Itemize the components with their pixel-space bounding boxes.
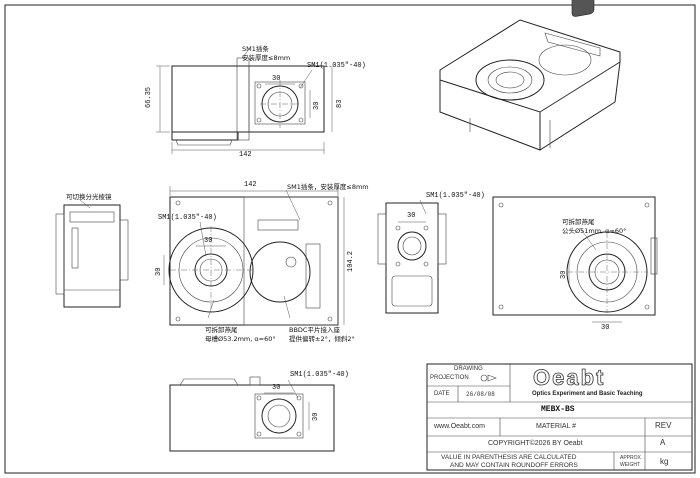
top-dim-width: 142 <box>239 151 252 159</box>
tb-date-label: DATE <box>434 391 450 397</box>
back-dim-30b: 30 <box>601 324 610 332</box>
front-note-br2: 提供偏转±2°，倾斜2° <box>289 335 355 343</box>
back-note-2: 公头Ø51mm, α=60° <box>562 227 627 235</box>
top-dim-right: 83 <box>336 99 344 108</box>
tb-note-line2: AND MAY CONTAIN ROUNDOFF ERRORS <box>450 462 578 469</box>
top-thread-label: SM1(1.035"-40) <box>307 62 366 70</box>
side-view <box>377 199 447 314</box>
tb-material: MATERIAL # <box>536 423 577 430</box>
front-view <box>163 186 345 326</box>
bottom-dim-30b: 30 <box>312 412 320 421</box>
front-dim-width: 142 <box>244 181 257 189</box>
back-note-1: 可拆卸燕尾 <box>562 218 595 226</box>
bottom-dim-30a: 30 <box>272 384 281 392</box>
title-block <box>426 363 693 471</box>
left-view <box>55 199 129 308</box>
front-dim-height: 104.2 <box>347 250 355 272</box>
tb-website: www.Oeabt.com <box>434 423 485 430</box>
iso-view <box>439 0 621 151</box>
front-thread-label: SM1(1.035"-40) <box>158 214 217 222</box>
bottom-view <box>169 376 335 452</box>
tb-copyright: COPYRIGHT©2026 BY Oeabt <box>488 440 583 447</box>
top-note-2: 安装厚度≤8mm <box>242 54 291 62</box>
tb-rev-value: A <box>660 438 666 447</box>
tb-rev-label: REV <box>655 421 672 430</box>
side-dim-30: 30 <box>407 212 416 220</box>
top-dim-height: 66.35 <box>145 86 153 108</box>
tb-part-number: MEBX-BS <box>541 405 575 414</box>
side-thread-label: SM1(1.035"-40) <box>426 192 485 200</box>
tb-projection-label: PROJECTION <box>430 375 469 381</box>
tb-logo-subtitle: Optics Experiment and Basic Teaching <box>532 391 643 397</box>
front-note-bl1: 可拆卸燕尾 <box>205 326 238 334</box>
tb-weight-unit: kg <box>660 457 669 466</box>
front-note-top: SM1插条，安装厚度≤8mm <box>287 183 369 191</box>
tb-note-line1: VALUE IN PARENTHESIS ARE CALCULATED <box>441 454 577 461</box>
tb-approx-label: APPROX <box>620 455 641 461</box>
tb-logo: Oeabt <box>533 365 606 391</box>
left-view-note: 可切换分光棱镜 <box>66 193 112 201</box>
top-dim-30b: 30 <box>313 101 321 110</box>
back-view <box>492 196 658 323</box>
bottom-thread-label: SM1(1.035"-40) <box>290 371 349 379</box>
front-dim-30a: 30 <box>204 237 213 245</box>
tb-drawing-label: DRAWING <box>454 366 483 372</box>
front-note-br1: BBDC平片接入座 <box>289 326 340 334</box>
top-note-1: SM1插条 <box>242 45 269 53</box>
front-dim-30b: 30 <box>155 267 163 276</box>
back-dim-30a: 30 <box>560 270 568 279</box>
tb-date-value: 26/08/08 <box>466 391 495 398</box>
tb-weight-label: WEIGHT <box>620 462 640 468</box>
sheet-border <box>4 4 696 474</box>
top-dim-30a: 30 <box>272 75 281 83</box>
front-note-bl2: 母槽Ø53.2mm, α=60° <box>205 335 276 343</box>
top-view <box>156 47 333 154</box>
